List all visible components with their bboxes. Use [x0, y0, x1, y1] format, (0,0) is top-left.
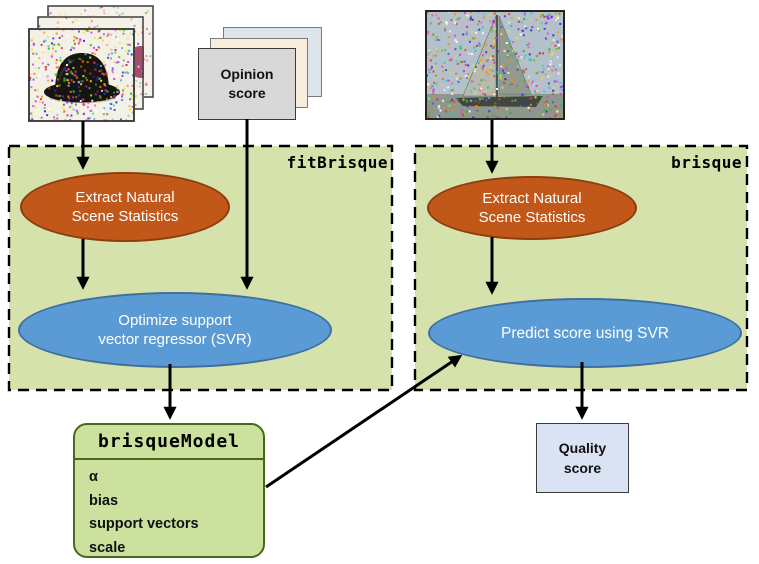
model-item-support-vectors: support vectors: [89, 516, 199, 532]
fit-extract-nss-node: Extract Natural Scene Statistics: [20, 172, 230, 242]
arrow-model-to-predict: [265, 354, 463, 489]
test-image-sailboat: [425, 10, 565, 120]
main-sail: [462, 15, 497, 97]
fit-extract-line1: Extract Natural: [75, 189, 175, 206]
predict-score-node: Predict score using SVR: [428, 298, 742, 368]
model-item-bias: bias: [89, 492, 119, 509]
brisque-model-title: brisqueModel: [75, 425, 263, 460]
brisque-extract-line2: Scene Statistics: [478, 209, 586, 226]
hull: [455, 96, 543, 107]
brisque-extract-line1: Extract Natural: [482, 190, 582, 207]
quality-score-line2: score: [563, 460, 602, 476]
fit-extract-line2: Scene Statistics: [71, 208, 179, 225]
optimize-line1: Optimize support: [118, 312, 232, 329]
brisque-model-items: α bias support vectors scale: [75, 460, 263, 556]
predict-label: Predict score using SVR: [501, 324, 669, 342]
brisque-panel-label: brisque: [671, 153, 742, 172]
optimize-svr-node: Optimize support vector regressor (SVR): [18, 292, 332, 368]
training-image-card-front-hat: [28, 28, 135, 122]
brisque-extract-nss-node: Extract Natural Scene Statistics: [427, 176, 637, 240]
quality-score-box: Quality score: [536, 423, 629, 493]
model-item-alpha: α: [89, 469, 98, 485]
jib-sail: [498, 15, 532, 95]
optimize-line2: vector regressor (SVR): [98, 331, 252, 348]
fitbrisque-panel-label: fitBrisque: [286, 153, 388, 172]
opinion-score-card: Opinion score: [198, 48, 296, 120]
opinion-score-line1: Opinion: [220, 66, 274, 82]
quality-score-line1: Quality: [558, 440, 607, 456]
brisque-model-box: brisqueModel α bias support vectors scal…: [73, 423, 265, 558]
opinion-score-line2: score: [228, 85, 266, 101]
model-item-scale: scale: [89, 539, 126, 556]
